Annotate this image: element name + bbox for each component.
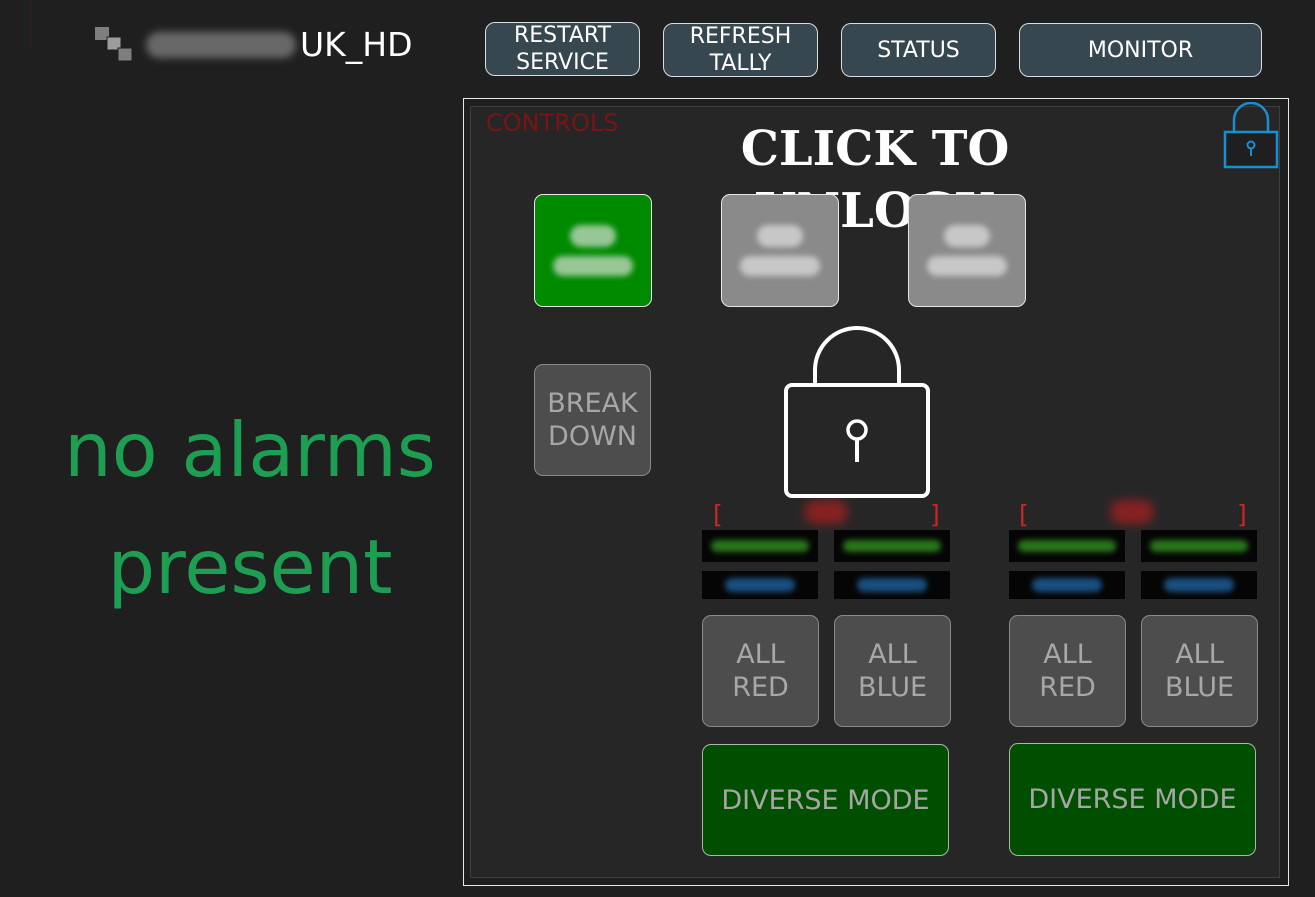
padlock-icon[interactable] [780, 322, 934, 502]
all-blue-button[interactable]: ALL BLUE [1141, 615, 1258, 727]
group-1-bracket-close: ] [930, 500, 940, 529]
system-name-suffix: UK_HD [300, 25, 413, 64]
signal-indicator [834, 571, 950, 599]
group-2-bracket-close: ] [1237, 500, 1247, 529]
status-button[interactable]: STATUS [841, 23, 996, 77]
redacted-group-label [1110, 500, 1154, 524]
tally-indicator [702, 530, 818, 562]
redacted-label [757, 225, 803, 247]
redacted-label [927, 256, 1007, 276]
alarm-status-text: no alarms present [64, 406, 436, 611]
redacted-label [570, 225, 616, 247]
tally-indicator [834, 530, 950, 562]
redacted-label [740, 256, 820, 276]
monitor-button[interactable]: MONITOR [1019, 23, 1262, 77]
controls-label: CONTROLS [486, 109, 619, 137]
click-to-unlock-title[interactable]: CLICK TO UNLOCK [740, 121, 1010, 239]
source-button-2[interactable] [721, 194, 839, 307]
diverse-mode-button[interactable]: DIVERSE MODE [702, 744, 949, 856]
signal-indicator [1009, 571, 1125, 599]
redacted-label [944, 225, 990, 247]
tally-indicator [1009, 530, 1125, 562]
window-edge-divider [30, 0, 31, 48]
all-blue-button[interactable]: ALL BLUE [834, 615, 951, 727]
breakdown-button[interactable]: BREAK DOWN [534, 364, 651, 476]
all-red-button[interactable]: ALL RED [1009, 615, 1126, 727]
all-red-button[interactable]: ALL RED [702, 615, 819, 727]
tally-indicator [1141, 530, 1257, 562]
controls-panel-border [463, 98, 1289, 886]
redacted-group-label [804, 500, 848, 524]
restart-service-button[interactable]: RESTART SERVICE [485, 22, 640, 76]
refresh-tally-button[interactable]: REFRESH TALLY [663, 23, 818, 77]
signal-indicator [1141, 571, 1257, 599]
signal-indicator [702, 571, 818, 599]
redacted-label [553, 256, 633, 276]
system-name: UK_HD [146, 28, 413, 62]
redacted-system-prefix [146, 32, 296, 58]
group-2-bracket-open: [ [1019, 500, 1029, 529]
source-button-1[interactable] [534, 194, 652, 307]
source-button-3[interactable] [908, 194, 1026, 307]
group-1-bracket-open: [ [713, 500, 723, 529]
stacked-squares-icon [94, 26, 134, 64]
diverse-mode-button[interactable]: DIVERSE MODE [1009, 743, 1256, 856]
padlock-icon[interactable] [1222, 101, 1280, 170]
